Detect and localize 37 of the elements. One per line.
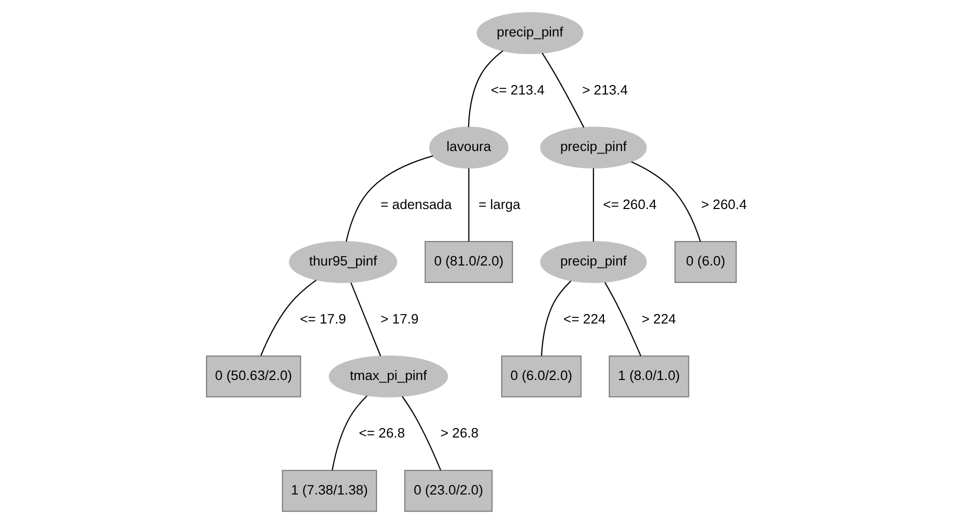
connector xyxy=(467,50,503,128)
node-ellipse: tmax_pi_pinf xyxy=(328,355,448,398)
connector xyxy=(630,161,700,242)
node-box: 0 (6.0/2.0) xyxy=(500,355,582,398)
edge-label: <= 224 xyxy=(562,311,606,326)
edge-label: <= 260.4 xyxy=(602,196,656,212)
node-box: 0 (81.0/2.0) xyxy=(424,241,512,283)
node-box: 0 (6.0) xyxy=(674,241,736,283)
connector xyxy=(604,282,641,356)
connector xyxy=(401,396,441,470)
edge-label: > 260.4 xyxy=(700,196,746,212)
connector xyxy=(345,155,433,242)
node-ellipse: precip_pinf xyxy=(540,126,646,169)
connector xyxy=(540,280,571,356)
edge-label: = adensada xyxy=(380,196,452,212)
edge-label: > 224 xyxy=(641,311,676,326)
connector xyxy=(260,280,316,356)
edge-label: <= 26.8 xyxy=(358,426,404,441)
edge-label: > 213.4 xyxy=(582,82,628,98)
node-box: 0 (50.63/2.0) xyxy=(205,355,301,398)
connector xyxy=(331,395,367,470)
edge-label: <= 17.9 xyxy=(300,311,346,326)
connector xyxy=(541,52,584,128)
node-ellipse: lavoura xyxy=(428,126,508,169)
node-ellipse: precip_pinf xyxy=(476,12,583,54)
edge-label: = larga xyxy=(478,196,520,212)
edge-label: > 17.9 xyxy=(380,311,418,326)
node-box: 1 (7.38/1.38) xyxy=(281,470,377,512)
node-box: 1 (8.0/1.0) xyxy=(608,355,689,398)
connector xyxy=(350,282,381,356)
node-ellipse: thur95_pinf xyxy=(288,241,397,283)
connector xyxy=(468,168,469,242)
node-box: 0 (23.0/2.0) xyxy=(404,470,492,512)
connector xyxy=(592,168,594,242)
node-ellipse: precip_pinf xyxy=(540,241,646,283)
edge-label: <= 213.4 xyxy=(490,82,544,98)
edge-label: > 26.8 xyxy=(440,426,478,441)
